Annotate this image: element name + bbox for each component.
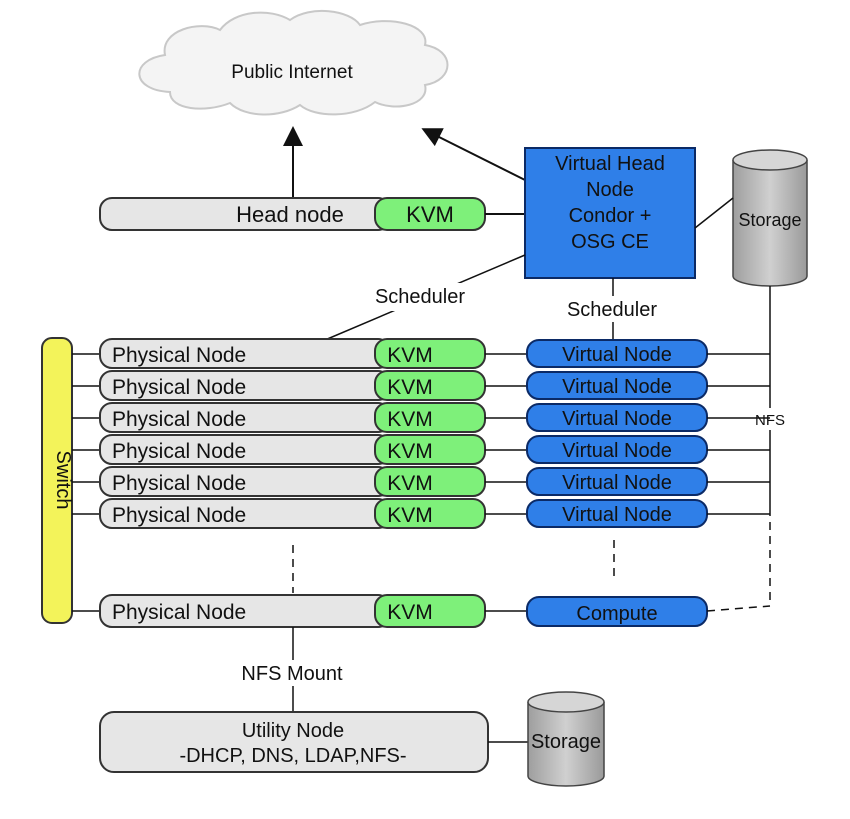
virtual-head-to-storage-line [694, 197, 734, 229]
kvm-label: KVM [387, 504, 433, 527]
last-kvm-label: KVM [387, 601, 433, 624]
virtual-head-line-4: OSG CE [571, 231, 649, 253]
nfs-label-bg [745, 408, 795, 430]
kvm-label: KVM [387, 440, 433, 463]
virtual-node-label: Virtual Node [562, 408, 672, 430]
kvm-label: KVM [387, 472, 433, 495]
last-row: Physical Node KVM Compute [72, 594, 771, 628]
nfs-label: NFS [755, 412, 785, 429]
head-kvm-label: KVM [406, 202, 454, 227]
kvm-label: KVM [387, 344, 433, 367]
scheduler-right-label: Scheduler [567, 299, 657, 321]
physical-node-label: Physical Node [112, 440, 246, 463]
virtual-head-line-3: Condor + [569, 205, 652, 227]
switch: Switch [41, 337, 74, 624]
scheduler-left-label: Scheduler [375, 286, 465, 308]
virtual-node-label: Virtual Node [562, 504, 672, 526]
scheduler-right-bg [550, 296, 675, 322]
physical-node-label: Physical Node [112, 472, 246, 495]
scheduler-left-bg [360, 283, 485, 311]
nfs-mount-bg [222, 660, 362, 686]
virtual-node-label: Virtual Node [562, 440, 672, 462]
kvm-label: KVM [387, 376, 433, 399]
storage-top: Storage [732, 149, 808, 287]
nfs-mount-label: NFS Mount [241, 663, 343, 685]
physical-node-label: Physical Node [112, 344, 246, 367]
cloud-label: Public Internet [231, 62, 353, 83]
kvm-label: KVM [387, 408, 433, 431]
storage-top-label: Storage [738, 210, 801, 230]
last-physical-label: Physical Node [112, 601, 246, 624]
utility-services: -DHCP, DNS, LDAP,NFS- [179, 745, 406, 767]
virtual-head-line-1: Virtual Head [555, 153, 665, 175]
switch-label: Switch [52, 451, 74, 510]
physical-node-label: Physical Node [112, 408, 246, 431]
public-internet-cloud: Public Internet [138, 9, 449, 116]
virtual-node-label: Virtual Node [562, 344, 672, 366]
compute-label: Compute [576, 603, 657, 625]
head-node-label: Head node [236, 202, 344, 227]
virtual-node-label: Virtual Node [562, 376, 672, 398]
physical-node-label: Physical Node [112, 376, 246, 399]
utility-title: Utility Node [242, 720, 344, 742]
virtual-head-line-2: Node [586, 179, 634, 201]
virtual-head-to-internet-arrow [421, 128, 526, 181]
head-node-row: Head node KVM [99, 197, 486, 231]
utility-node: Utility Node -DHCP, DNS, LDAP,NFS- [99, 711, 489, 773]
virtual-head-node: Virtual Head Node Condor + OSG CE [524, 147, 696, 279]
physical-node-label: Physical Node [112, 504, 246, 527]
virtual-node-label: Virtual Node [562, 472, 672, 494]
storage-bottom-label: Storage [531, 731, 601, 753]
storage-bottom: Storage [527, 691, 605, 787]
compute-box [526, 596, 708, 627]
